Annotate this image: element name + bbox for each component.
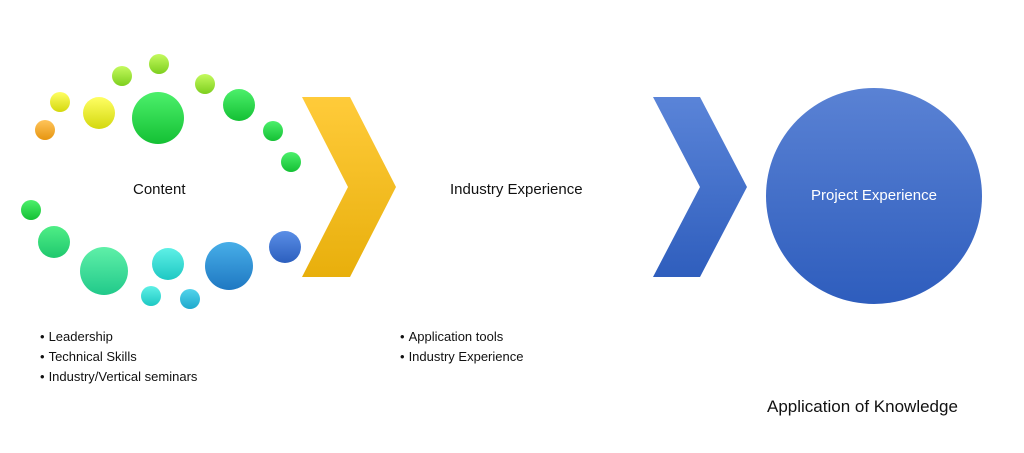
dot-18 [269,231,301,263]
list-item: Leadership [40,327,197,347]
list-item: Technical Skills [40,347,197,367]
dot-4 [112,66,132,86]
dot-6 [132,92,184,144]
dot-9 [263,121,283,141]
industry-experience-label: Industry Experience [450,181,583,198]
dot-10 [281,152,301,172]
dot-7 [195,74,215,94]
dot-13 [80,247,128,295]
content-label: Content [133,181,186,198]
dot-17 [205,242,253,290]
content-bullet-list: Leadership Technical Skills Industry/Ver… [40,327,198,387]
dot-11 [21,200,41,220]
dot-14 [141,286,161,306]
yellow-chevron-arrow [302,97,396,277]
project-experience-circle [766,88,982,304]
dot-12 [38,226,70,258]
blue-chevron-arrow [653,97,747,277]
industry-bullet-list: Application tools Industry Experience [400,327,524,367]
list-item: Application tools [400,327,523,347]
dot-2 [50,92,70,112]
project-experience-label: Project Experience [811,187,937,204]
dot-1 [35,120,55,140]
dot-5 [149,54,169,74]
dot-16 [180,289,200,309]
application-of-knowledge-caption: Application of Knowledge [767,397,958,416]
dot-15 [152,248,184,280]
list-item: Industry/Vertical seminars [40,367,198,387]
list-item: Industry Experience [400,347,524,367]
dot-8 [223,89,255,121]
dot-3 [83,97,115,129]
